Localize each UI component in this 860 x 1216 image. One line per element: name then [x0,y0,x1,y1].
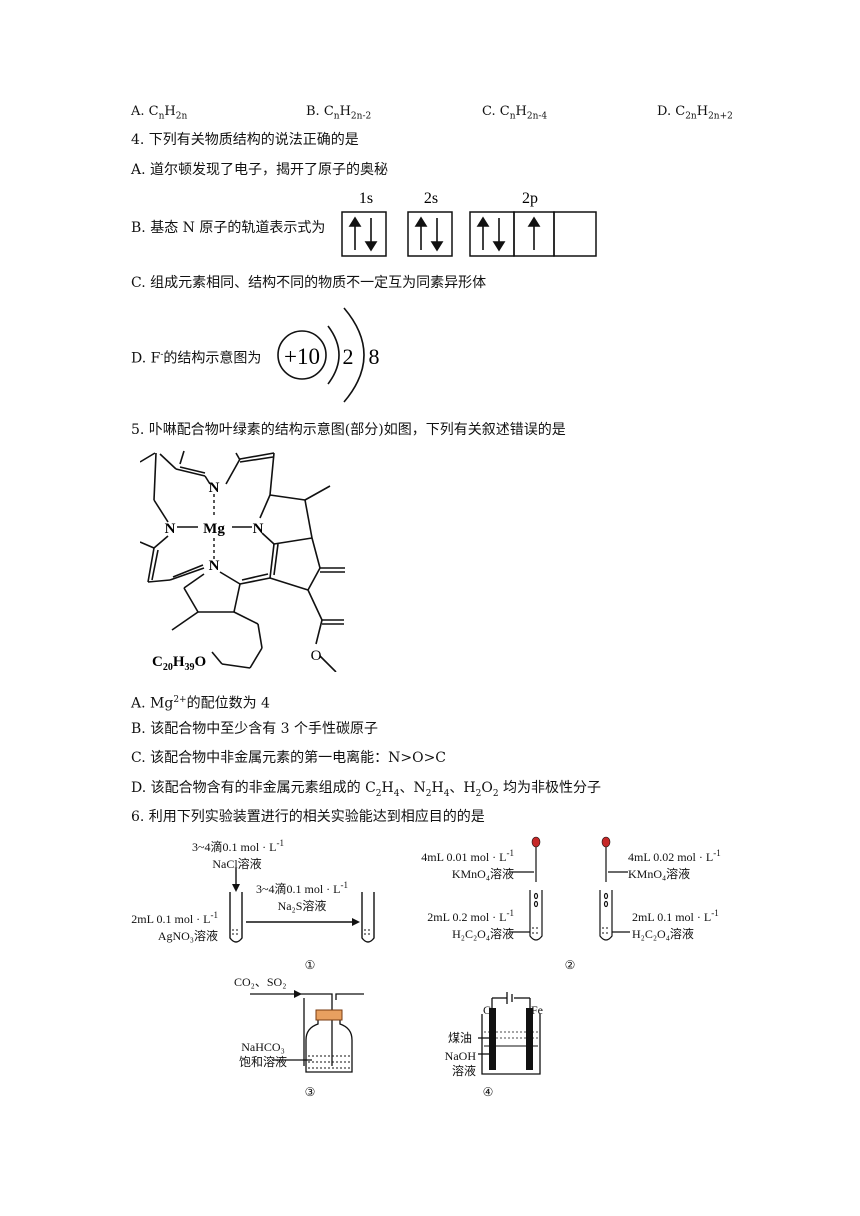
orbital-label-2s: 2s [424,190,438,207]
atom-o-ester: O [311,648,322,664]
fig4-fe-label: Fe [531,1003,543,1017]
atom-mg: Mg [203,521,225,537]
fig1-apparatus [229,868,375,943]
chlorophyll-structure: N N Mg N N O C20H39O [140,450,345,672]
q6-stem: 6. 利用下列实验装置进行的相关实验能达到相应目的的是 [131,809,485,825]
fig3-apparatus [250,990,364,1073]
q4-option-a: A. 道尔顿发现了电子，揭开了原子的奥秘 [131,162,389,178]
q3-option-d: D. C2nH2n+2 [657,104,733,122]
fig4-kerosene-label: 煤油 [447,1031,472,1045]
q5-option-c: C. 该配合物中非金属元素的第一电离能：N>O>C [131,750,447,766]
fig3-number: ③ [304,1085,316,1099]
fig3-gas-label: CO₂、SO₂ [234,975,287,989]
shell-1-electrons: 2 [343,344,354,369]
q5-option-d: D. 该配合物含有的非金属元素组成的 C2H4、N2H4、H2O2 均为非极性分… [131,780,602,799]
q5-option-b: B. 该配合物中至少含有 3 个手性碳原子 [131,721,378,737]
side-chain-formula: C20H39O [152,654,206,672]
orbital-label-1s: 1s [359,190,373,207]
q3-option-c: C. CnH2n-4 [482,104,548,122]
q4-option-b: B. 基态 N 原子的轨道表示式为 [131,220,326,236]
shell-2-electrons: 8 [369,344,380,369]
q5-option-a: A. Mg2+的配位数为 4 [131,695,270,712]
fig4-c-label: C [482,1003,491,1017]
q4-option-d: D. F-的结构示意图为 [131,350,262,367]
q4-option-c: C. 组成元素相同、结构不同的物质不一定互为同素异形体 [131,275,487,291]
orbital-diagram: 1s 2s 2p [341,190,597,257]
orbital-label-2p: 2p [522,190,538,207]
fig2-number: ② [564,958,576,972]
q4-stem: 4. 下列有关物质结构的说法正确的是 [131,132,359,148]
f-ion-structure-diagram: +10 2 8 [277,307,380,403]
q3-option-b: B. CnH2n-2 [306,104,372,122]
q3-option-a: A. CnH2n [131,104,188,122]
nucleus-charge: +10 [284,344,320,369]
atom-n-left: N [165,521,176,537]
fig1-number: ① [304,958,316,972]
atom-n-right: N [253,521,264,537]
fig2-apparatus [510,836,630,941]
q5-stem: 5. 卟啉配合物叶绿素的结构示意图(部分)如图，下列有关叙述错误的是 [131,422,566,438]
atom-n-bottom: N [209,558,220,574]
fig4-apparatus [478,992,541,1075]
atom-n-top: N [209,480,220,496]
fig4-number: ④ [482,1085,494,1099]
